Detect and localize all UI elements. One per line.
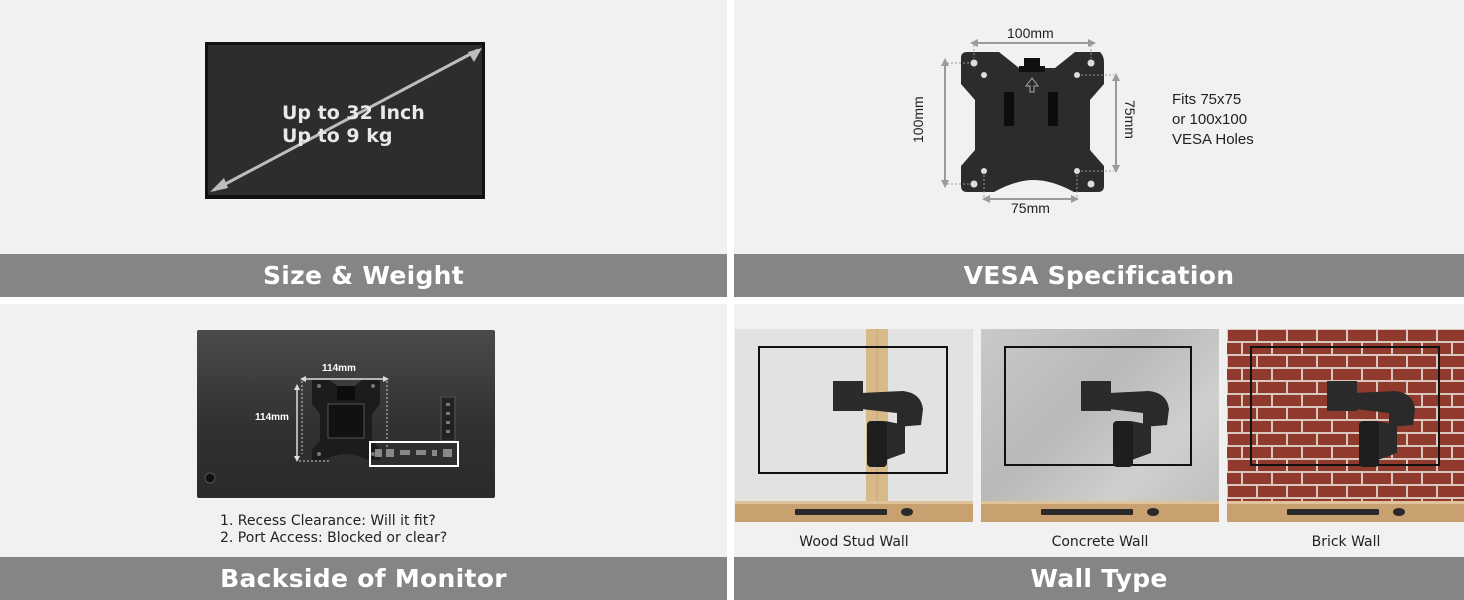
wall-caption: Brick Wall (1311, 534, 1381, 550)
vesa-right-dimension: 75mm (1122, 100, 1138, 139)
diagonal-arrow-icon (210, 48, 482, 192)
wall-type-banner: Wall Type (734, 557, 1464, 600)
wall-caption: Wood Stud Wall (799, 534, 909, 550)
wall-caption: Concrete Wall (1051, 534, 1149, 550)
backside-banner: Backside of Monitor (0, 557, 727, 600)
brick-wall-image (1227, 329, 1464, 522)
back-height-dimension: 114mm (255, 412, 289, 423)
vesa-left-dimension: 100mm (910, 96, 926, 143)
vesa-fits-note: Fits 75x75 or 100x100 VESA Holes (1172, 90, 1254, 150)
checklist-item: 2. Port Access: Blocked or clear? (220, 530, 448, 546)
vesa-bottom-dimension: 75mm (1011, 200, 1050, 216)
size-weight-text: Up to 32 Inch Up to 9 kg (282, 102, 425, 148)
fits-line-2: or 100x100 (1172, 111, 1248, 128)
vesa-top-dimension: 100mm (1007, 25, 1054, 41)
fits-line-1: Fits 75x75 (1172, 91, 1242, 108)
back-width-dimension: 114mm (322, 363, 356, 374)
vesa-plate-diagram (941, 39, 1120, 203)
wall-type-panel: Wood Stud Wall Concrete Wall Brick Wall … (734, 304, 1464, 600)
monitor-back-details (204, 376, 459, 484)
fits-line-3: VESA Holes (1172, 131, 1254, 148)
vesa-banner: VESA Specification (734, 254, 1464, 297)
backside-checklist: 1. Recess Clearance: Will it fit? 2. Por… (220, 513, 447, 547)
size-weight-panel: Up to 32 Inch Up to 9 kg Size & Weight (0, 0, 727, 297)
checklist-item: 1. Recess Clearance: Will it fit? (220, 513, 436, 529)
size-line: Up to 32 Inch (282, 102, 425, 124)
wood-stud-wall-image (735, 329, 973, 522)
size-weight-banner: Size & Weight (0, 254, 727, 297)
backside-panel: 114mm 114mm 1. Recess Clearance: Will it… (0, 304, 727, 600)
vesa-panel: 100mm 100mm 75mm 75mm Fits 75x75 or 100x… (734, 0, 1464, 297)
weight-line: Up to 9 kg (282, 125, 393, 147)
concrete-wall-image (981, 329, 1219, 522)
